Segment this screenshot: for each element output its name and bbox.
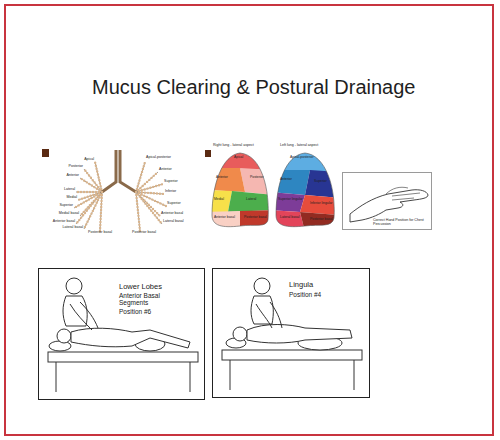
- lung-segment: [270, 210, 305, 232]
- therapist-arm: [256, 302, 282, 328]
- patient-head: [233, 327, 247, 341]
- percussion-hand: [350, 187, 428, 222]
- therapist-arm: [70, 302, 98, 330]
- figure-caption: Right lung - lateral aspect: [213, 144, 254, 148]
- lung-outline: [212, 153, 268, 227]
- panel-heading: Lower Lobes: [119, 283, 191, 292]
- panel-text: Anterior Basal Segments: [119, 292, 179, 307]
- segment-label: Posterior: [250, 176, 264, 179]
- lung-segment-map: [205, 150, 340, 232]
- segment-label: Anterior: [159, 168, 172, 172]
- panel-text: Position #4: [289, 291, 349, 298]
- segment-label: Anterior basal: [214, 216, 235, 219]
- hand-outline: [350, 190, 428, 222]
- segment-label: Inferior: [165, 190, 176, 194]
- segment-label: Lateral basal: [62, 226, 83, 230]
- segment-label: Apical: [234, 156, 243, 159]
- lung-segment: [270, 192, 305, 212]
- segment-label: Superior: [164, 180, 178, 184]
- segment-label: Inferior lingular: [310, 202, 332, 205]
- segment-label: Medial: [66, 196, 77, 200]
- segment-label: Apical-posterior: [146, 156, 171, 160]
- segment-label: Anterior: [66, 174, 79, 178]
- therapist-head: [66, 278, 82, 294]
- table-leg: [56, 362, 190, 392]
- segment-label: Lateral basal: [163, 220, 184, 224]
- segment-label: Posterior basal: [88, 231, 112, 235]
- segment-label: Anterior basal: [53, 220, 75, 224]
- segment-label: Lateral basal: [280, 216, 299, 219]
- therapist-head: [254, 278, 270, 294]
- table-leg: [230, 360, 354, 390]
- segment-label: Anterior: [280, 178, 292, 181]
- treatment-table: [222, 350, 362, 360]
- position-panel: Lower LobesAnterior Basal SegmentsPositi…: [38, 268, 205, 400]
- bronchus-beads: [74, 162, 166, 231]
- lung-outline: [276, 153, 334, 227]
- segment-label: Apical: [84, 158, 94, 162]
- slide-title: Mucus Clearing & Postural Drainage: [92, 76, 416, 99]
- segment-label: Medial basal: [59, 212, 79, 216]
- segment-label: Lateral: [246, 198, 256, 201]
- lung-segment: [240, 168, 275, 195]
- therapist-body: [251, 296, 273, 324]
- segment-label: Superior: [314, 180, 327, 183]
- position-panel: LingulaPosition #4: [212, 268, 370, 398]
- publisher-icon: [42, 149, 49, 157]
- segment-label: Posterior basal: [244, 216, 267, 219]
- treatment-table: [48, 352, 198, 362]
- segment-label: Apical-posterior: [290, 156, 314, 159]
- lung-segment: [240, 210, 275, 232]
- right-lung: [205, 150, 275, 232]
- segment-label: Lateral: [64, 188, 75, 192]
- lung-segment: [205, 168, 245, 192]
- postural-drainage-figure: [222, 278, 362, 390]
- left-lung: [270, 150, 340, 232]
- postural-drainage-figure: [48, 278, 198, 392]
- figure-caption: Left lung - lateral aspect: [280, 144, 318, 148]
- lung-segment: [205, 211, 240, 232]
- segment-label: Anterior basal: [161, 212, 183, 216]
- patient-head: [57, 329, 71, 343]
- panel-text: Position #6: [119, 308, 179, 315]
- figure-box: Correct Hand Position for Chest Percussi…: [342, 172, 432, 230]
- lung-segment: [205, 190, 232, 212]
- lung-segment: [270, 170, 310, 195]
- publisher-icon: [205, 150, 211, 157]
- bronchial-tree: [42, 149, 166, 231]
- segment-label: Medial: [214, 198, 224, 201]
- patient-body: [247, 325, 352, 344]
- segment-label: Anterior: [216, 176, 228, 179]
- segment-label: Posterior basal: [132, 231, 156, 235]
- segment-label: Superior lingular: [278, 198, 303, 201]
- finger-line: [386, 187, 420, 200]
- patient-body: [71, 328, 190, 348]
- segment-label: Posterior: [69, 165, 83, 169]
- trachea: [102, 150, 136, 192]
- panel-heading: Lingula: [289, 281, 349, 290]
- bronchus-line: [74, 162, 166, 231]
- segment-label: Posterior basal: [310, 218, 333, 221]
- slide-frame: [5, 5, 493, 435]
- segment-label: Superior: [59, 204, 73, 208]
- panel-heading: Correct Hand Position for Chest Percussi…: [373, 218, 431, 226]
- lung-segment: [305, 170, 340, 198]
- segment-label: Superior: [167, 202, 181, 206]
